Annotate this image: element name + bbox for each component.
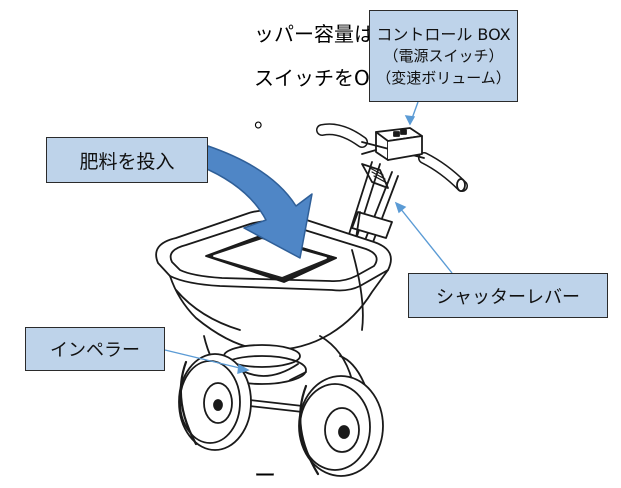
- instruction-text-fragment-5: ー: [254, 464, 277, 488]
- control-box-leader-arrowhead: [404, 115, 416, 126]
- fertilizer-label: 肥料を投入: [79, 150, 175, 173]
- control-box-device: [361, 127, 423, 161]
- control-box-speed-volume-label: （変速ボリューム）: [376, 68, 511, 87]
- control-box-title: コントロール BOX: [376, 24, 511, 44]
- shutter-lever-callout: シャッターレバー: [408, 273, 608, 318]
- shutter-lever-leader-line: [395, 202, 453, 274]
- impeller-leader-arrowhead: [237, 363, 250, 374]
- impeller-leader-line: [164, 349, 249, 371]
- control-box-callout: コントロール BOX （電源スイッチ） （変速ボリューム）: [369, 10, 518, 102]
- fertilizer-callout: 肥料を投入: [46, 137, 208, 183]
- handlebar: [316, 123, 468, 192]
- impeller-label: インペラー: [50, 340, 140, 361]
- left-wheel: [178, 353, 252, 451]
- shutter-lever-label: シャッターレバー: [436, 286, 580, 308]
- shutter-lever-leader-arrowhead: [394, 201, 407, 214]
- control-box-power-switch-label: （電源スイッチ）: [383, 46, 504, 65]
- instruction-text-fragment-1: 。: [254, 108, 277, 133]
- fill-arrow-icon: [199, 145, 313, 259]
- shutter-lever-device: [361, 163, 389, 189]
- right-wheel: [298, 375, 384, 477]
- impeller-callout: インペラー: [25, 327, 165, 371]
